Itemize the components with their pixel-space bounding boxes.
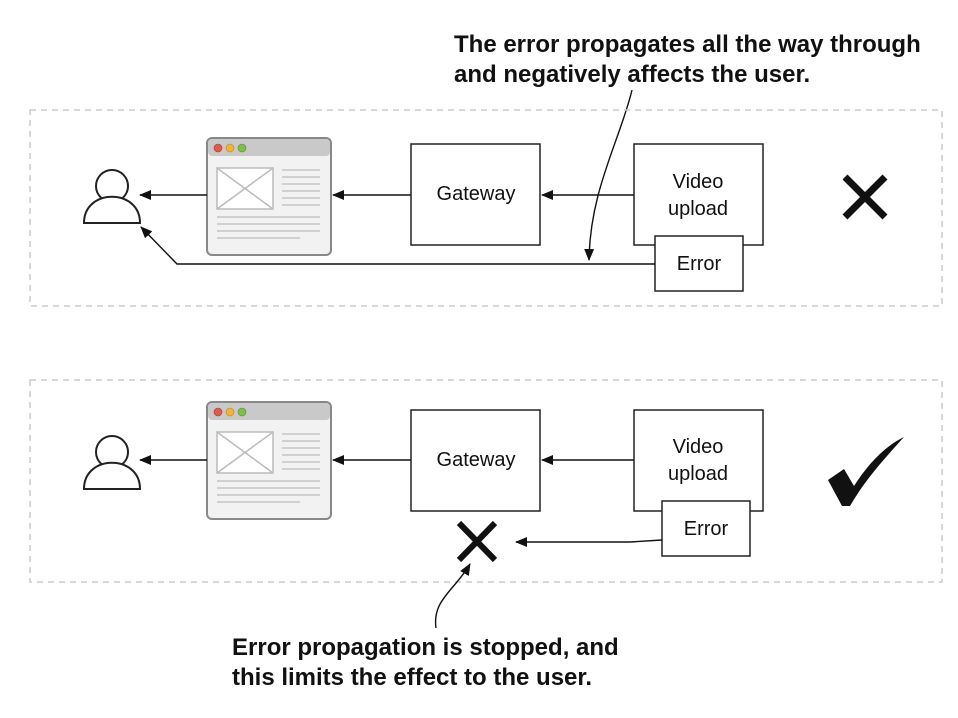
gateway-box	[410, 143, 541, 246]
gateway-box	[410, 409, 541, 512]
scenario-bad-frame	[29, 109, 943, 307]
bottom-callout-line-2: this limits the effect to the user.	[232, 664, 592, 691]
arrow-error-to-user	[140, 226, 655, 265]
scenario-good-frame	[29, 379, 943, 583]
scenario-good: Gateway Video upload Error	[29, 379, 943, 583]
scenario-bad: Gateway Video upload Error	[29, 109, 943, 307]
gateway-label: Gateway	[437, 183, 516, 205]
browser-window-icon	[206, 401, 332, 520]
checkmark-icon	[828, 437, 904, 506]
cross-icon	[842, 174, 888, 220]
bottom-callout-pointer	[434, 563, 471, 629]
top-callout-line-2: and negatively affects the user.	[454, 61, 810, 88]
user-icon	[82, 435, 142, 490]
user-icon	[82, 169, 142, 224]
top-callout-pointer	[584, 89, 633, 261]
video-upload-box	[633, 409, 764, 512]
browser-window-icon	[206, 137, 332, 256]
top-callout: The error propagates all the way through…	[454, 31, 921, 261]
video-upload-label-line-2: upload	[668, 463, 728, 485]
top-callout-line-1: The error propagates all the way through	[454, 31, 921, 58]
error-box	[654, 235, 744, 292]
bottom-callout-line-1: Error propagation is stopped, and	[232, 634, 619, 661]
bottom-callout: Error propagation is stopped, and this l…	[232, 563, 619, 691]
video-upload-label-line-1: Video	[673, 436, 724, 458]
cross-icon	[456, 520, 498, 563]
error-label: Error	[684, 518, 729, 540]
video-upload-label-line-1: Video	[673, 171, 724, 193]
video-upload-box	[633, 143, 764, 246]
error-label: Error	[677, 253, 722, 275]
video-upload-label-line-2: upload	[668, 198, 728, 220]
gateway-label: Gateway	[437, 449, 516, 471]
arrow-error-to-stop	[515, 537, 663, 547]
error-box	[661, 500, 751, 557]
